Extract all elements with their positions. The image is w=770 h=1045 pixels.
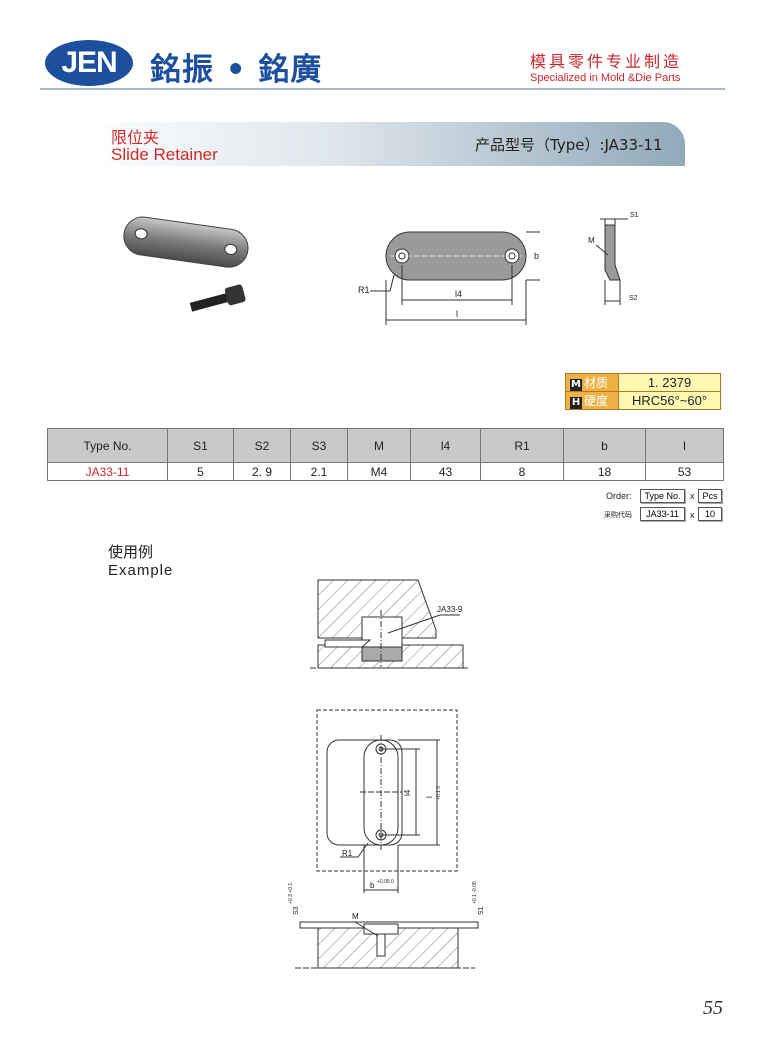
label-s1: S1 — [630, 212, 639, 219]
cell-m: M4 — [347, 462, 411, 481]
slogan-en: Specialized in Mold &Die Parts — [530, 72, 681, 84]
order-label: Order: — [606, 491, 632, 501]
example-l-label: l — [425, 796, 434, 798]
example-b-tol: +0.05 0 — [377, 879, 394, 885]
slogan-cn: 模具零件专业制造 — [530, 52, 683, 71]
product-photo — [123, 216, 249, 312]
cell-r1: 8 — [480, 462, 564, 481]
brand-name: 銘振 • 銘廣 — [150, 52, 323, 88]
spec-table: Type No. S1 S2 S3 M l4 R1 b l JA33-11 5 … — [47, 428, 724, 481]
cell-s1: 5 — [167, 462, 234, 481]
spec-header-row: Type No. S1 S2 S3 M l4 R1 b l — [47, 428, 724, 463]
table-row: JA33-11 5 2. 9 2.1 M4 43 8 18 53 — [47, 462, 724, 481]
example-r1-label: R1 — [342, 849, 353, 858]
hardness-badge: H — [570, 397, 582, 409]
cell-s2: 2. 9 — [233, 462, 291, 481]
example-title-cn: 使用例 — [108, 543, 154, 561]
page-number: 55 — [703, 997, 723, 1019]
label-l4: l4 — [455, 289, 462, 299]
material-badge: M — [570, 379, 582, 391]
order-type-box: Type No. — [640, 489, 685, 503]
order-qty: 10 — [698, 507, 722, 521]
product-name-en: Slide Retainer — [111, 145, 218, 164]
example-b-label: b — [370, 881, 375, 890]
order-x: x — [690, 491, 695, 501]
material-label: 材质 — [584, 376, 609, 390]
label-r1: R1 — [358, 285, 370, 295]
cell-l4: 43 — [410, 462, 481, 481]
example-s3-tol: +0.3 +0.1 — [288, 883, 294, 904]
example-plan-drawing: R1 l4 l +0.1 0 b +0.05 0 M S3 +0.3 +0.1 … — [288, 709, 485, 969]
order-code-value: JA33-11 — [640, 507, 685, 521]
example-title-en: Example — [108, 562, 174, 579]
title-bar — [105, 122, 685, 166]
cell-b: 18 — [563, 462, 646, 481]
hardness-value: HRC56°~60° — [618, 391, 721, 410]
col-r1: R1 — [480, 428, 564, 463]
example-l-tol: +0.1 0 — [436, 786, 442, 800]
example-part-label: JA33-9 — [437, 605, 463, 614]
example-section-drawing: JA33-9 — [310, 579, 470, 669]
col-b: b — [563, 428, 646, 463]
logo-text: JEN — [61, 46, 117, 79]
label-m: M — [588, 236, 595, 245]
label-s2: S2 — [629, 295, 638, 302]
header-divider — [40, 88, 725, 90]
example-s1-label: S1 — [478, 906, 485, 915]
cell-type-no: JA33-11 — [47, 462, 168, 481]
example-s3-label: S3 — [293, 906, 300, 915]
col-m: M — [347, 428, 411, 463]
col-s1: S1 — [167, 428, 234, 463]
col-type-no: Type No. — [47, 428, 168, 463]
col-l: l — [645, 428, 724, 463]
example-s1-tol: +0.1 -0.05 — [472, 881, 478, 904]
order-x-2: x — [690, 510, 695, 520]
cell-s3: 2.1 — [290, 462, 348, 481]
front-view-drawing: R1 l4 l b — [358, 231, 540, 325]
hardness-label: 硬度 — [584, 394, 609, 408]
side-view-drawing: S1 M S2 — [588, 212, 639, 305]
product-name-cn: 限位夹 — [111, 128, 160, 147]
label-l: l — [456, 309, 458, 319]
col-s2: S2 — [233, 428, 291, 463]
label-b: b — [534, 251, 539, 261]
order-pcs-box: Pcs — [698, 489, 722, 503]
example-l4-label: l4 — [403, 789, 412, 796]
material-value: 1. 2379 — [618, 373, 721, 392]
example-m-label: M — [352, 912, 359, 921]
product-type: 产品型号（Type）:JA33-11 — [475, 136, 663, 154]
cell-l: 53 — [645, 462, 724, 481]
col-l4: l4 — [410, 428, 481, 463]
order-code-label: 采购代码 — [604, 512, 632, 519]
logo: JEN — [45, 40, 133, 86]
col-s3: S3 — [290, 428, 348, 463]
